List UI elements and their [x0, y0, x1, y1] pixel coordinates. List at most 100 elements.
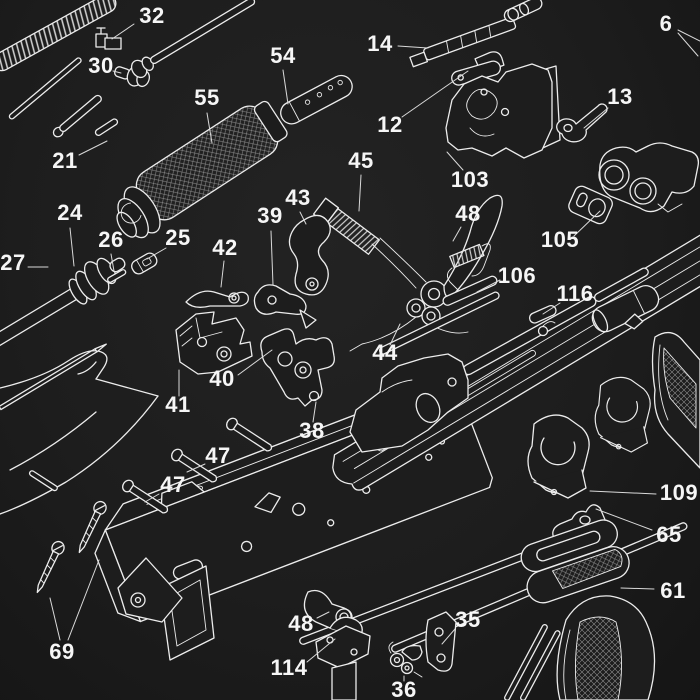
- label-61: 61: [620, 578, 685, 603]
- svg-text:116: 116: [557, 281, 594, 306]
- svg-text:26: 26: [98, 227, 123, 252]
- part-small-rod: [28, 470, 58, 492]
- part-auto-sear-41: [175, 311, 253, 375]
- label-45: 45: [348, 148, 373, 212]
- part-wood-screw-1: [31, 538, 67, 596]
- label-103: 103: [446, 151, 489, 192]
- part-hammer-spring-45: [312, 194, 503, 308]
- label-36: 36: [391, 675, 416, 700]
- svg-text:105: 105: [541, 227, 579, 252]
- label-54: 54: [270, 43, 296, 105]
- svg-text:25: 25: [165, 225, 190, 250]
- svg-text:42: 42: [212, 235, 237, 260]
- part-rod-bottom-2: [520, 630, 561, 700]
- label-116: 116: [542, 281, 594, 315]
- svg-text:6: 6: [660, 11, 673, 36]
- svg-text:32: 32: [139, 3, 164, 28]
- part-suppressor-body: [116, 100, 288, 239]
- label-38: 38: [299, 401, 324, 443]
- part-spring-guide: [52, 94, 102, 138]
- label-30: 30: [88, 53, 122, 78]
- label-21: 21: [52, 140, 108, 173]
- label-105: 105: [541, 210, 601, 252]
- part-cleaning-rod: [0, 343, 107, 411]
- part-axis-lever-13: [556, 103, 608, 143]
- part-rear-sight-block: [598, 142, 700, 213]
- label-41: 41: [165, 369, 190, 417]
- svg-text:55: 55: [194, 85, 219, 110]
- label-109: 109: [589, 480, 698, 505]
- part-grip-cap: [526, 546, 630, 604]
- label-48-top: 48: [452, 201, 480, 242]
- svg-text:109: 109: [660, 480, 698, 505]
- svg-text:47: 47: [205, 443, 230, 468]
- svg-text:36: 36: [391, 677, 416, 700]
- svg-text:24: 24: [57, 200, 83, 225]
- part-trigger-38: [260, 328, 335, 407]
- part-pin-26: [107, 269, 127, 283]
- part-firing-pin: [130, 0, 256, 79]
- svg-text:27: 27: [0, 250, 25, 275]
- label-13: 13: [583, 84, 632, 129]
- svg-text:48: 48: [288, 611, 313, 636]
- part-trunnion-clamp-front: [527, 414, 590, 499]
- label-27: 27: [0, 250, 49, 275]
- svg-text:14: 14: [367, 31, 393, 56]
- part-recoil-spring: [0, 0, 117, 72]
- label-12: 12: [377, 70, 469, 137]
- label-69: 69: [49, 559, 100, 664]
- part-sight-base-plate-105: [568, 185, 613, 225]
- label-47-top: 47: [186, 443, 230, 473]
- svg-text:47: 47: [160, 472, 185, 497]
- svg-text:45: 45: [348, 148, 373, 173]
- label-35: 35: [441, 607, 480, 645]
- svg-text:13: 13: [607, 84, 632, 109]
- part-trunnion-clamp-rear: [594, 376, 651, 453]
- label-6: 6: [660, 11, 700, 57]
- part-guide-rod: [8, 57, 82, 120]
- svg-text:12: 12: [377, 112, 402, 137]
- part-pistol-grip-61: [556, 595, 656, 700]
- label-55: 55: [194, 85, 219, 144]
- label-14: 14: [367, 31, 429, 56]
- svg-text:106: 106: [498, 263, 536, 288]
- label-40: 40: [209, 349, 273, 391]
- part-bushing-25: [131, 252, 158, 275]
- svg-text:30: 30: [88, 53, 113, 78]
- label-47-low: 47: [144, 472, 185, 503]
- part-spring-48-top: [447, 243, 491, 291]
- part-rod-bottom-1: [504, 624, 548, 700]
- label-24: 24: [57, 200, 83, 267]
- part-hammer-43: [288, 214, 331, 296]
- svg-text:54: 54: [270, 43, 296, 68]
- part-spring-36: [388, 641, 423, 678]
- part-gas-piston-head: [503, 0, 543, 23]
- svg-text:114: 114: [271, 655, 308, 680]
- part-lever-12: [451, 51, 505, 86]
- svg-text:44: 44: [372, 340, 398, 365]
- label-44: 44: [372, 323, 401, 365]
- part-grip-plate: [520, 519, 618, 573]
- label-106: 106: [476, 263, 536, 293]
- svg-text:21: 21: [52, 148, 77, 173]
- label-48-bottom: 48: [288, 611, 330, 636]
- part-trigger-bar: [299, 546, 542, 645]
- label-25: 25: [146, 225, 190, 260]
- part-safety-lever-35: [401, 611, 457, 672]
- part-sight-leaf-14: [409, 17, 517, 68]
- svg-text:48: 48: [455, 201, 480, 226]
- part-axis-pin-106: [378, 291, 500, 355]
- label-39: 39: [257, 203, 282, 286]
- part-buttstock: [0, 350, 159, 515]
- part-spring-lever-42: [185, 290, 249, 308]
- part-pin-21: [94, 118, 119, 137]
- svg-text:103: 103: [451, 167, 489, 192]
- svg-text:61: 61: [660, 578, 685, 603]
- label-114: 114: [271, 638, 336, 680]
- svg-text:39: 39: [257, 203, 282, 228]
- label-26: 26: [98, 227, 123, 272]
- part-pin-47-top: [223, 415, 275, 456]
- svg-text:41: 41: [165, 392, 190, 417]
